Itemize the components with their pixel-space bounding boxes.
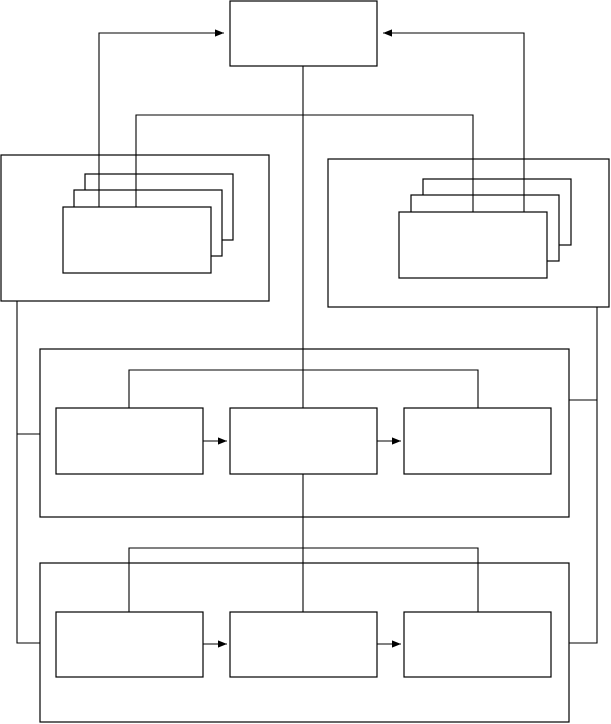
right-stack-card-front <box>398 211 548 279</box>
left-feedback-arrow <box>98 29 224 207</box>
right-feedback-arrow <box>383 29 525 212</box>
right-side-bus <box>569 307 598 644</box>
branch-to-stacks <box>135 114 474 212</box>
middle-distribution-bus <box>128 369 479 408</box>
left-stack-card-front <box>62 206 212 274</box>
top-node-box <box>229 0 378 67</box>
middle-row-box-3 <box>403 407 552 475</box>
bottom-distribution-bus <box>128 547 479 612</box>
middle-row-box-1 <box>55 407 204 475</box>
bottom-row-box-3 <box>403 611 552 678</box>
bottom-row-box-1 <box>55 611 204 678</box>
bottom-row-box-2 <box>229 611 378 678</box>
left-side-bus <box>16 301 40 644</box>
middle-row-box-2 <box>229 407 378 475</box>
